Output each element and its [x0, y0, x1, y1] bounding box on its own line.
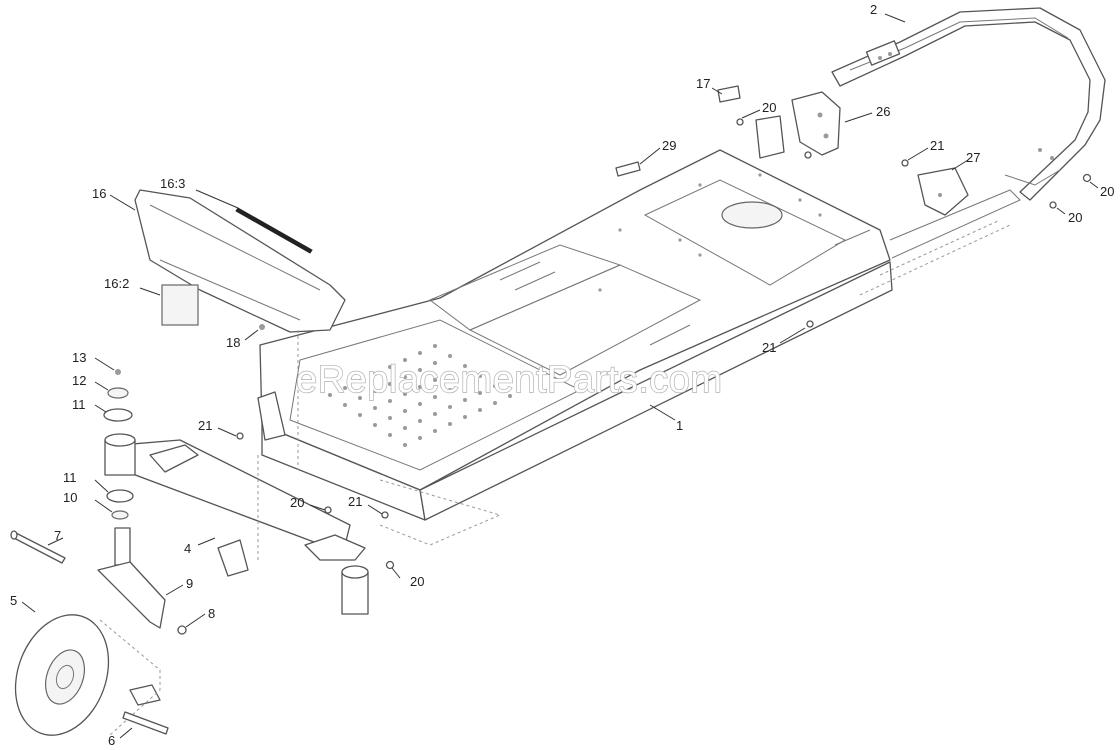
callout-29: 29: [662, 138, 676, 153]
callout-11: 11: [72, 397, 86, 412]
callout-21: 21: [762, 340, 776, 355]
callout-18: 18: [226, 335, 240, 350]
watermark: eReplacementParts.com: [296, 359, 723, 401]
callout-2: 2: [870, 2, 877, 17]
callout-20: 20: [1100, 184, 1114, 199]
floor-perforations: [328, 173, 822, 447]
callout-16: 16: [92, 186, 106, 201]
callout-20: 20: [1068, 210, 1082, 225]
callout-10: 10: [63, 490, 77, 505]
caster-fork: [97, 527, 166, 706]
decal-strip: [235, 207, 313, 254]
hardware-fasteners: [236, 118, 1092, 570]
seat-shroud: [134, 189, 346, 333]
clip: [615, 161, 641, 177]
nut: [177, 625, 187, 635]
callout-6: 6: [108, 733, 115, 748]
callout-20: 20: [762, 100, 776, 115]
callout-11: 11: [63, 470, 77, 485]
hitch-bracket: [791, 91, 841, 159]
roll-bar: [831, 7, 1106, 201]
callout-4: 4: [184, 541, 191, 556]
callout-26: 26: [876, 104, 890, 119]
callout-12: 12: [72, 373, 86, 388]
small-bracket: [717, 85, 741, 103]
wheel-axle: [122, 711, 169, 735]
callout-8: 8: [208, 606, 215, 621]
callout-1: 1: [676, 418, 683, 433]
bushing-tube: [755, 115, 785, 159]
leader-lines: [21, 13, 1099, 739]
side-bracket: [917, 167, 969, 216]
main-frame: [257, 149, 1021, 546]
caster-wheel: [14, 614, 161, 736]
callout-17: 17: [696, 76, 710, 91]
callout-20: 20: [410, 574, 424, 589]
callout-9: 9: [186, 576, 193, 591]
axle-bolt: [10, 530, 66, 564]
callout-21: 21: [348, 494, 362, 509]
callout-16-3: 16:3: [160, 176, 185, 191]
callout-7: 7: [54, 528, 61, 543]
caster-tube-left: [103, 369, 136, 520]
callout-27: 27: [966, 150, 980, 165]
callout-21: 21: [198, 418, 212, 433]
callout-21: 21: [930, 138, 944, 153]
callout-16-2: 16:2: [104, 276, 129, 291]
callout-5: 5: [10, 593, 17, 608]
callout-20: 20: [290, 495, 304, 510]
callout-labels: 2 17 20 26 29 21 27 20 20 21 1 16 16:3 1…: [10, 2, 1114, 748]
caster-tube-right: [341, 565, 369, 615]
callout-13: 13: [72, 350, 86, 365]
